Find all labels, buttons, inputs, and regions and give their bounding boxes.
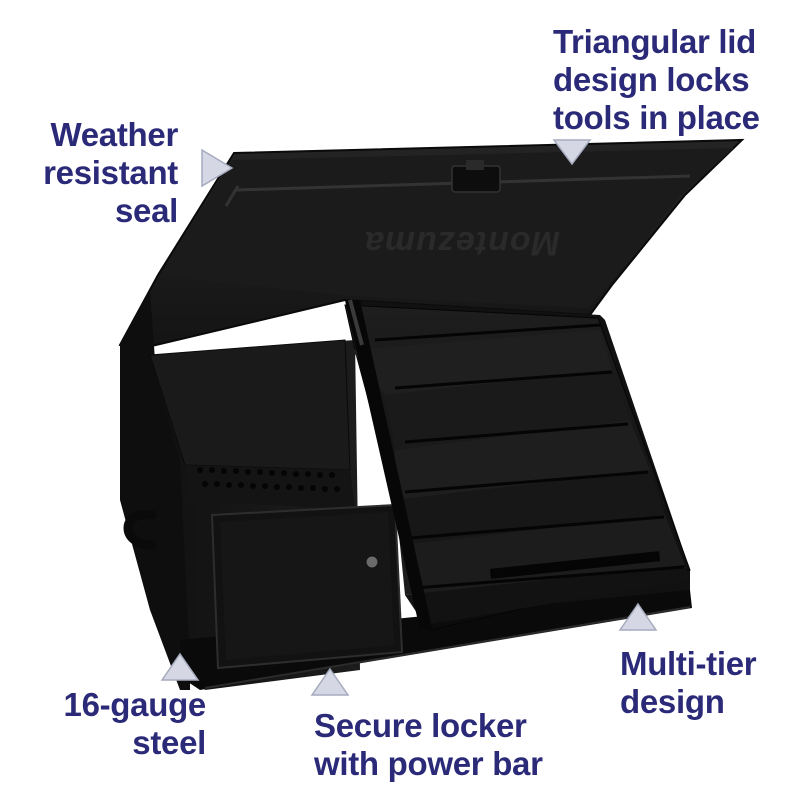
triangle-marker-icon	[160, 652, 200, 681]
lid-strut	[348, 299, 364, 346]
lock-cylinder	[365, 555, 379, 569]
brand-logo-text: Montezuma	[364, 224, 560, 262]
triangle-marker-icon	[201, 148, 234, 188]
callout-weather-seal: Weather resistant seal	[43, 116, 178, 229]
callout-triangular-lid: Triangular lid design locks tools in pla…	[553, 23, 760, 136]
callout-16-gauge-steel: 16-gauge steel	[63, 686, 207, 761]
triangle-marker-icon	[552, 139, 592, 166]
toolbox-body	[120, 290, 692, 690]
locker-door	[210, 503, 404, 670]
side-handle	[123, 510, 157, 550]
callout-multi-tier: Multi-tier design	[620, 645, 757, 720]
triangle-marker-icon	[310, 667, 350, 696]
callout-secure-locker: Secure locker with power bar	[314, 707, 543, 782]
triangle-marker-icon	[618, 602, 658, 631]
multi-tier-trays	[344, 300, 691, 631]
toolbox-lid: Montezuma	[118, 138, 745, 352]
lid-logo: Montezuma	[364, 224, 560, 262]
